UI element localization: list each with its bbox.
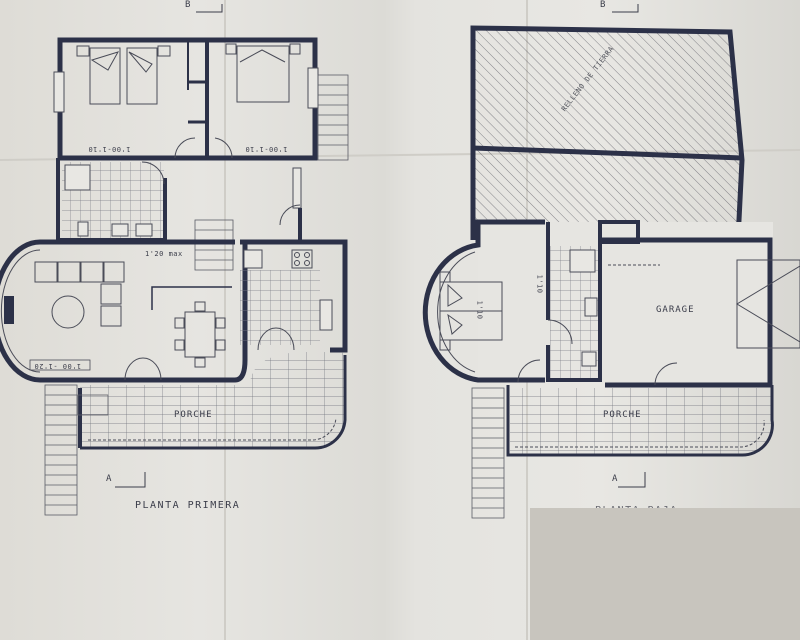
stairs-lower-left [471, 387, 505, 519]
plan-title-upper: PLANTA PRIMERA [135, 500, 241, 511]
section-label-b-upper: B [185, 0, 192, 10]
toilet-icon [581, 351, 597, 367]
toilet-icon [77, 221, 89, 237]
shower-icon [569, 249, 596, 273]
porch-label-upper: PORCHE [174, 410, 213, 420]
stairs-upper-right [317, 74, 349, 161]
stove-icon [291, 249, 313, 269]
shower-icon [64, 164, 91, 191]
twin-beds-icon [76, 45, 171, 105]
double-bed-icon [225, 43, 301, 103]
sink-icon [584, 297, 598, 317]
sink-icon [135, 223, 153, 237]
section-label-b-lower: B [600, 0, 607, 10]
double-bed-icon [439, 271, 503, 351]
terrace-hatch [473, 28, 742, 240]
porch-label-lower: PORCHE [603, 410, 642, 420]
living-dimension: 1'20 max [145, 250, 183, 258]
kitchen-tiles [240, 270, 320, 345]
section-mark-b [612, 4, 639, 13]
kitchen-outline [240, 239, 348, 353]
garage-label: GARAGE [656, 305, 695, 315]
plan-ground-floor [422, 4, 800, 519]
stairs-inner [194, 219, 234, 271]
stairs-lower-left [44, 384, 109, 516]
porch-tiles [510, 388, 773, 456]
porch-tiles [80, 352, 345, 449]
corridor-dimension: 1'10 [535, 274, 544, 294]
plan-upper-floor [0, 4, 349, 516]
garage-outline [600, 237, 773, 388]
bedroom-double-dimension: 1'00-1'10 [245, 145, 288, 153]
section-mark-b [196, 4, 223, 13]
bedroom-twin-dimension: 1'00-1'10 [88, 145, 131, 153]
sofa-icon [34, 261, 125, 327]
garage-ramp [736, 259, 800, 349]
living-room-outline [0, 239, 248, 383]
section-mark-a [115, 472, 146, 488]
dining-table-icon [174, 301, 226, 368]
bedroom-outline [422, 219, 545, 383]
section-mark-a [618, 472, 646, 488]
round-table-icon [51, 295, 85, 329]
sink-icon [111, 223, 129, 237]
window-dimension: 1'00 -1'20 [34, 362, 82, 370]
section-label-a-upper: A [106, 474, 113, 484]
bedroom-dimension-lower: 1'10 [475, 300, 484, 320]
paper-overlay-patch [530, 508, 800, 640]
section-label-a-lower: A [612, 474, 619, 484]
kitchen-sink-icon [319, 299, 333, 331]
